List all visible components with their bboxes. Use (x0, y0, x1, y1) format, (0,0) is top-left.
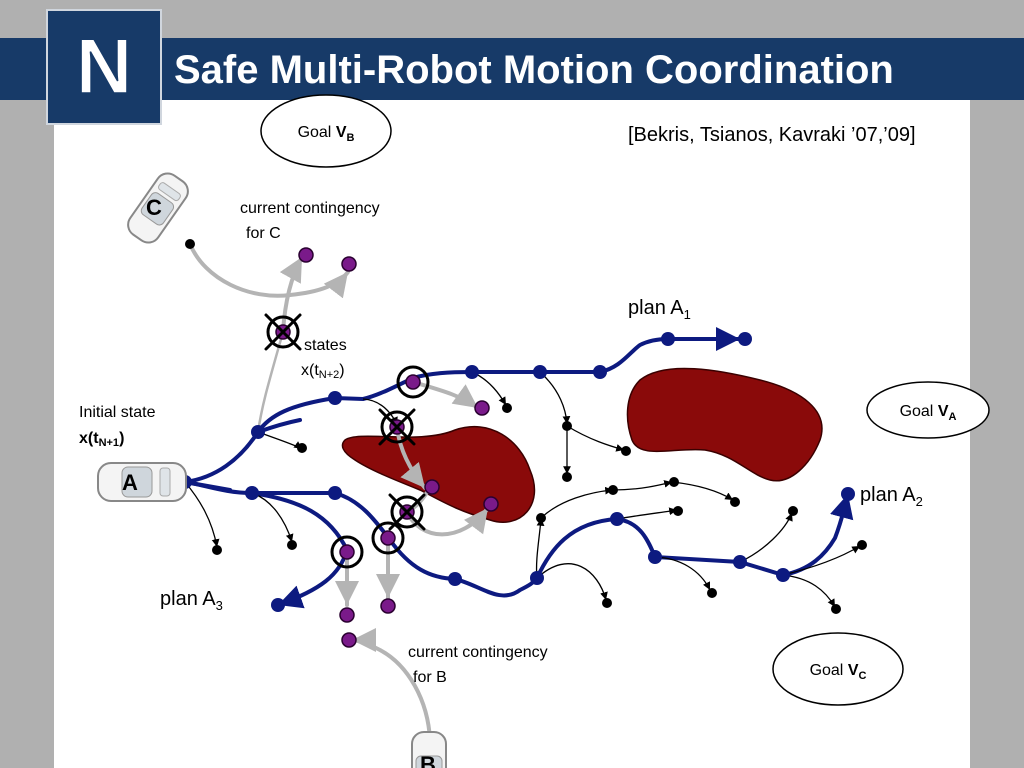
svg-text:Goal VB: Goal VB (298, 124, 355, 144)
citation: [Bekris, Tsianos, Kavraki ’07,’09] (628, 124, 916, 146)
robot-c (127, 172, 189, 244)
plan-nodes (178, 332, 855, 612)
states-label-1: states (304, 337, 347, 354)
logo-letter: N (76, 22, 132, 110)
goal-b: Goal VB (260, 94, 392, 168)
logo-n-icon: N (75, 21, 133, 111)
header-bar (0, 38, 1024, 100)
contingency-b-label-2: for B (413, 669, 447, 686)
plan-a2-path (183, 480, 854, 598)
initial-state-label-2: x(tN+1) (79, 430, 124, 449)
obstacle-right (626, 367, 823, 482)
contingency-c-branch (279, 255, 304, 334)
university-logo: N (46, 9, 162, 125)
initial-state-label-1: Initial state (79, 404, 156, 421)
goal-a: Goal VA (866, 381, 990, 439)
plan-a1-label: plan A1 (628, 297, 691, 322)
contingency-b-label-1: current contingency (408, 644, 548, 661)
robot-a (97, 462, 187, 502)
plan-a3-branch (183, 480, 232, 492)
robot-b (411, 731, 447, 768)
contingency-c-label-2: for C (246, 225, 281, 242)
state-rings (266, 315, 430, 569)
obstacle-center (341, 425, 536, 523)
robot-a-label: A (122, 470, 138, 495)
robot-c-label: C (146, 195, 162, 220)
svg-text:Goal VC: Goal VC (810, 662, 867, 682)
goal-c: Goal VC (772, 632, 904, 706)
plan-a3-label: plan A3 (160, 588, 223, 613)
slide-title: Safe Multi-Robot Motion Coordination (174, 48, 894, 92)
svg-text:Goal VA: Goal VA (900, 403, 957, 423)
plan-a2-label: plan A2 (860, 484, 923, 509)
contingency-c-path (188, 242, 350, 299)
contingency-b-path (350, 628, 432, 742)
robot-b-label: B (420, 752, 436, 768)
invalid-state-marks (264, 313, 426, 531)
contingency-c-label-1: current contingency (240, 200, 380, 217)
tree-nodes (185, 239, 867, 745)
states-label-2: x(tN+2) (301, 362, 345, 381)
